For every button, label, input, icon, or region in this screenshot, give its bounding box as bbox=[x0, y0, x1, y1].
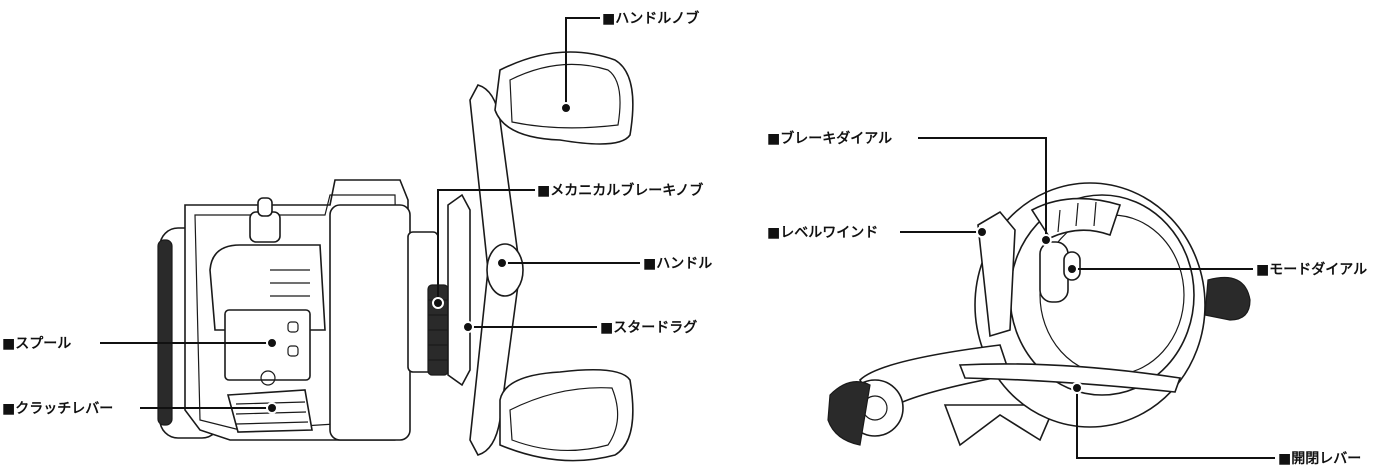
reel-front-view bbox=[827, 182, 1251, 447]
label-handle: ■ハンドル bbox=[643, 256, 712, 272]
label-handle-knob: ■ハンドルノブ bbox=[602, 10, 699, 27]
reel-side-view bbox=[157, 51, 634, 462]
label-star-drag: ■スタードラグ bbox=[600, 319, 697, 336]
label-level-wind: ■レベルワインド bbox=[767, 225, 878, 241]
label-brake-dial: ■ブレーキダイアル bbox=[767, 130, 892, 147]
label-open-close-lever: ■開閉レバー bbox=[1278, 451, 1361, 467]
label-mechanical-brake-knob: ■メカニカルブレーキノブ bbox=[537, 182, 703, 199]
label-spool: ■スプール bbox=[2, 336, 71, 352]
label-clutch-lever: ■クラッチレバー bbox=[2, 401, 113, 417]
label-mode-dial: ■モードダイアル bbox=[1256, 261, 1367, 278]
